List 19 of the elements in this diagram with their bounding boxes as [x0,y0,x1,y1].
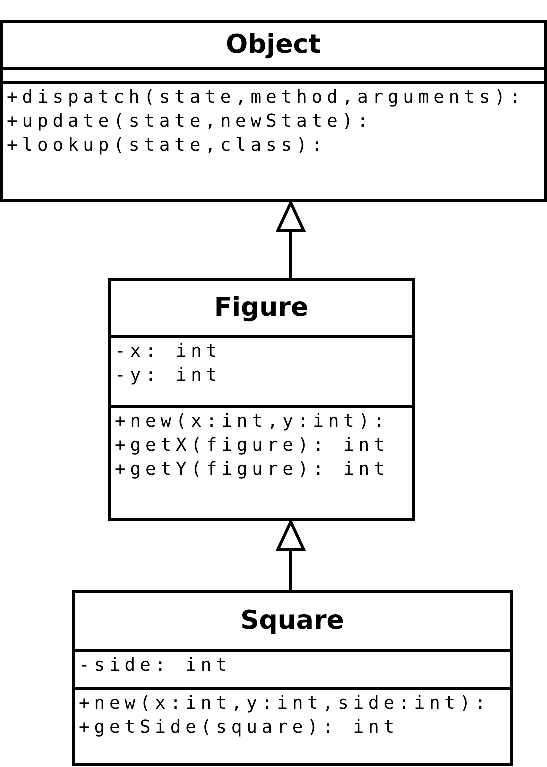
member-text: +dispatch(state,method,arguments): [7,86,526,110]
member-text: +new(x:int,y:int): [115,410,390,434]
member-text: +getSide(square): int [79,716,400,740]
class-name: Figure [213,292,310,325]
member-text: -x: int [115,340,223,364]
class-box [72,590,513,766]
member-text: +new(x:int,y:int,side:int): [79,692,492,716]
member-text: -side: int [79,654,232,678]
member-text: +getX(figure): int [115,434,390,458]
class-name: Object [224,29,322,62]
inheritance-arrow [276,202,306,278]
member-text: -y: int [115,364,223,388]
inheritance-arrow [276,520,306,590]
member-text: +lookup(state,class): [7,134,328,158]
member-text: +update(state,newState): [7,110,374,134]
class-box [0,20,547,202]
class-box [108,278,415,521]
class-name: Square [240,605,346,638]
member-text: +getY(figure): int [115,458,390,482]
